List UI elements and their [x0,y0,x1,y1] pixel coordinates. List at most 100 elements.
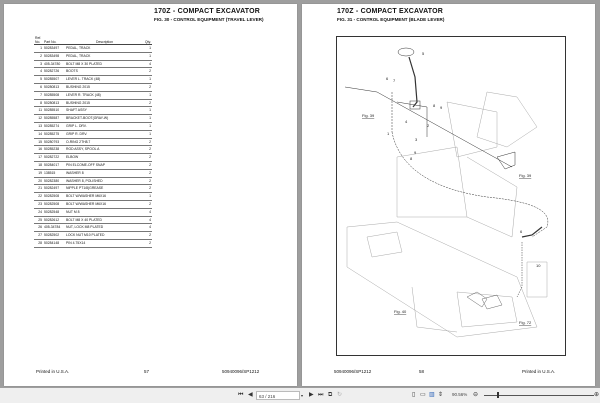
last-page-icon[interactable]: ⏭ [318,392,324,398]
fig-40-ref[interactable]: Fig. 40 [394,309,407,314]
callout-9b: 9 [414,150,417,155]
description: LEVER R. TRACK (48) [65,91,144,100]
fig-72-ref[interactable]: Fig. 72 [519,320,532,325]
description: BOLT W/WASHER M6X16 [65,200,144,209]
ref-no: 8 [34,99,43,108]
description: PEDAL, TRACK [65,52,144,61]
ref-no: 26 [34,223,43,233]
footer-page-number: 58 [419,369,425,374]
qty: 2 [144,138,152,147]
qty: 1 [144,122,152,131]
two-page-view-icon[interactable]: ▥ [429,392,435,398]
qty: 1 [144,192,152,201]
ref-no: 18 [34,161,43,170]
callout-8: 8 [433,103,436,108]
zoom-out-icon[interactable]: ⊖ [473,392,479,398]
rotate-icon[interactable]: ↻ [337,392,343,398]
qty: 2 [144,184,152,194]
description: GRIP R. DRV. [65,130,144,139]
ref-no: 3 [34,60,43,69]
ref-no: 25 [34,216,43,225]
part-no: 50282380 [43,177,65,186]
single-page-view-icon[interactable]: ▯ [412,392,416,398]
copy-icon[interactable]: ⧉ [328,392,333,398]
description: SHAFT ASSY [65,106,144,116]
qty: 2 [144,169,152,178]
pdf-page-57: 170Z - COMPACT EXCAVATOR FIG. 30 - CONTR… [4,4,297,386]
part-no: 50282508 [43,200,65,209]
callout-10: 10 [536,263,541,268]
qty: 2 [144,145,152,155]
description: O-RING 2TH8.7 [65,138,144,147]
description: NUT, LOCK M8 PLATED [65,223,144,233]
col-ref: Ref. No. [34,36,43,45]
ref-no: 24 [34,208,43,217]
callout-3: 3 [415,137,418,142]
ref-no: 5 [34,75,43,84]
qty: 2 [144,99,152,108]
qty: 1 [144,52,152,61]
ref-no: 16 [34,145,43,155]
continuous-view-icon[interactable]: ▭ [420,392,426,398]
description: BUSHING 2015 [65,99,144,108]
fit-width-icon[interactable]: ⇕ [438,392,444,398]
page-dropdown-icon[interactable]: ▾ [301,393,304,398]
description: WASHER 8, POLISHED [65,177,144,186]
ref-no: 19 [34,169,43,178]
fig-39-ref-b[interactable]: Fig. 39 [519,173,532,178]
description: LOCK NUT M10 PLATED [65,231,144,240]
diagram-drawing: 5 6 7 1 3 2 4 8 9 9 8 6 10 Fig. 39 Fig. … [344,47,549,338]
ref-no: 4 [34,67,43,77]
zoom-in-icon[interactable]: ⊕ [594,392,600,398]
part-no: 50285508 [43,91,65,100]
description: BOLT M8 X 30 PLATED [65,60,144,69]
fig-39-ref-a[interactable]: Fig. 39 [362,113,375,118]
first-page-icon[interactable]: ⏮ [238,392,244,398]
part-no: 50280813 [43,83,65,92]
col-part-no: Part No. [43,36,65,45]
previous-page-icon[interactable]: ◀ [248,392,253,398]
part-no: 405-34784 [43,223,65,233]
zoom-slider[interactable] [484,395,594,396]
col-qty: Qty. [144,36,152,45]
part-no: 50285238 [43,145,65,155]
qty: 2 [144,161,152,170]
part-no: 50285587 [43,114,65,123]
qty: 1 [144,114,152,123]
exploded-diagram: 5 6 7 1 3 2 4 8 9 9 8 6 10 Fig. 39 Fig. … [336,36,566,356]
qty: 1 [144,75,152,84]
next-page-icon[interactable]: ▶ [309,392,314,398]
callout-2: 2 [427,123,430,128]
part-no: 50282508 [43,192,65,201]
qty: 1 [144,130,152,139]
zoom-slider-handle[interactable] [497,392,499,398]
part-no: 138515 [43,169,65,178]
zoom-level[interactable]: 90.56% [452,392,468,397]
description: BRACKET-BOOT(GRAY-W) [65,114,144,123]
ref-no: 20 [34,177,43,186]
footer-printed: Printed in U.S.A. [522,369,556,374]
ref-no: 17 [34,153,43,162]
callout-6b: 6 [520,229,523,234]
description: BOOTS [65,67,144,77]
part-no: 50285507 [43,75,65,84]
page-number-input[interactable]: 63 / 216 [256,391,300,400]
